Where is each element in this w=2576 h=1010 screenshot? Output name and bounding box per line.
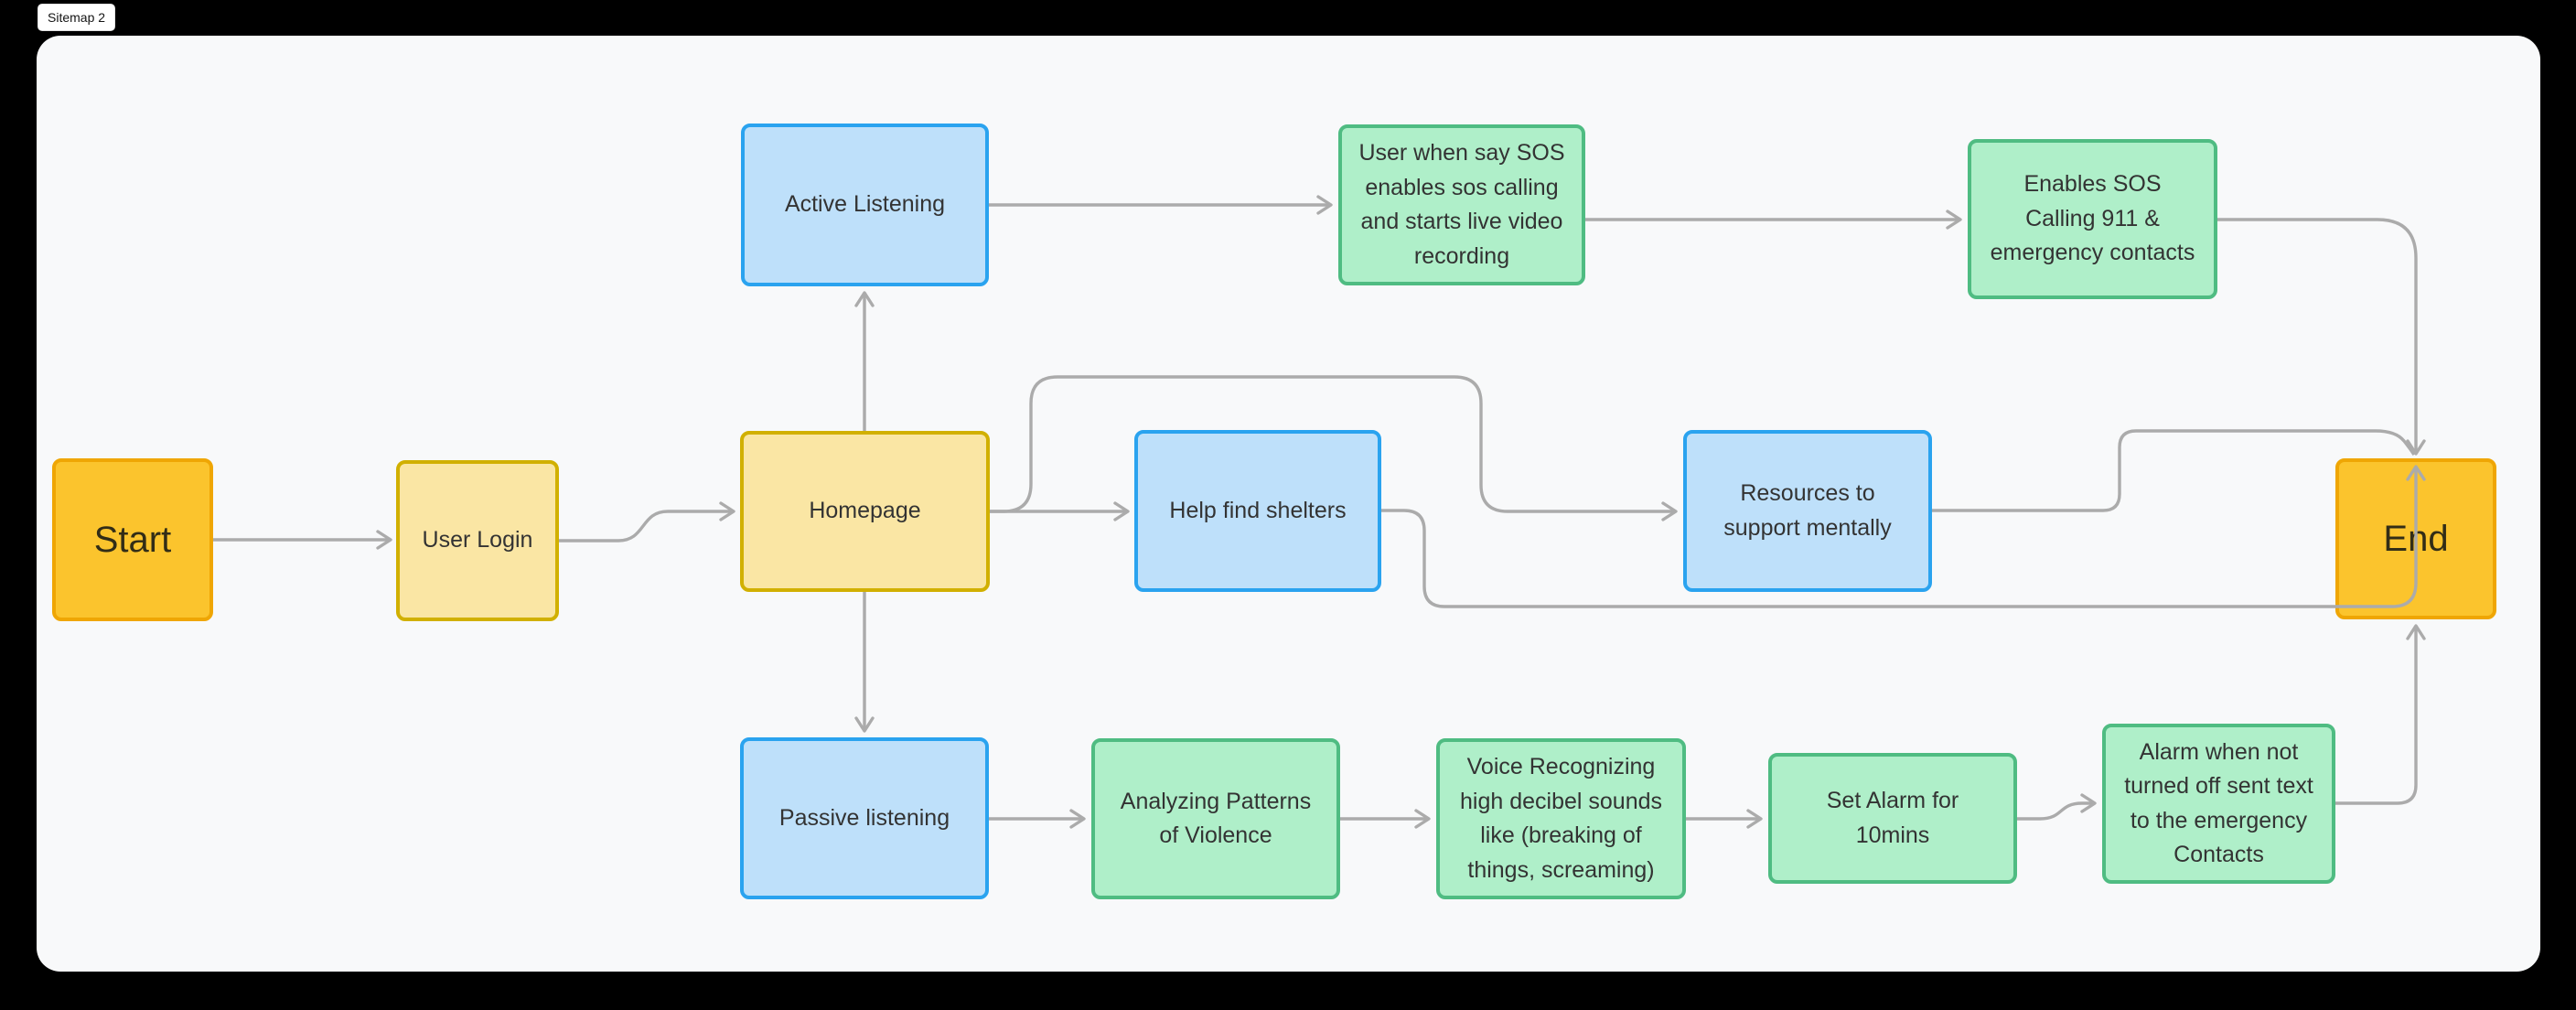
node-user-login[interactable]: User Login <box>396 460 559 621</box>
node-resources-support-mentally[interactable]: Resources to support mentally <box>1683 430 1932 592</box>
node-end[interactable]: End <box>2335 458 2496 619</box>
node-homepage[interactable]: Homepage <box>740 431 990 592</box>
sitemap-tab-label[interactable]: Sitemap 2 <box>38 4 116 31</box>
node-passive-listening[interactable]: Passive listening <box>740 737 989 899</box>
node-voice-recognizing[interactable]: Voice Recognizing high decibel sounds li… <box>1436 738 1686 899</box>
node-set-alarm[interactable]: Set Alarm for 10mins <box>1768 753 2017 884</box>
node-sos-video-recording[interactable]: User when say SOS enables sos calling an… <box>1338 124 1585 285</box>
node-help-find-shelters[interactable]: Help find shelters <box>1134 430 1381 592</box>
node-active-listening[interactable]: Active Listening <box>741 124 989 286</box>
node-enables-sos-calling[interactable]: Enables SOS Calling 911 & emergency cont… <box>1968 139 2217 299</box>
node-alarm-text-contacts[interactable]: Alarm when not turned off sent text to t… <box>2102 724 2335 884</box>
node-analyzing-patterns[interactable]: Analyzing Patterns of Violence <box>1091 738 1340 899</box>
node-start[interactable]: Start <box>52 458 213 621</box>
